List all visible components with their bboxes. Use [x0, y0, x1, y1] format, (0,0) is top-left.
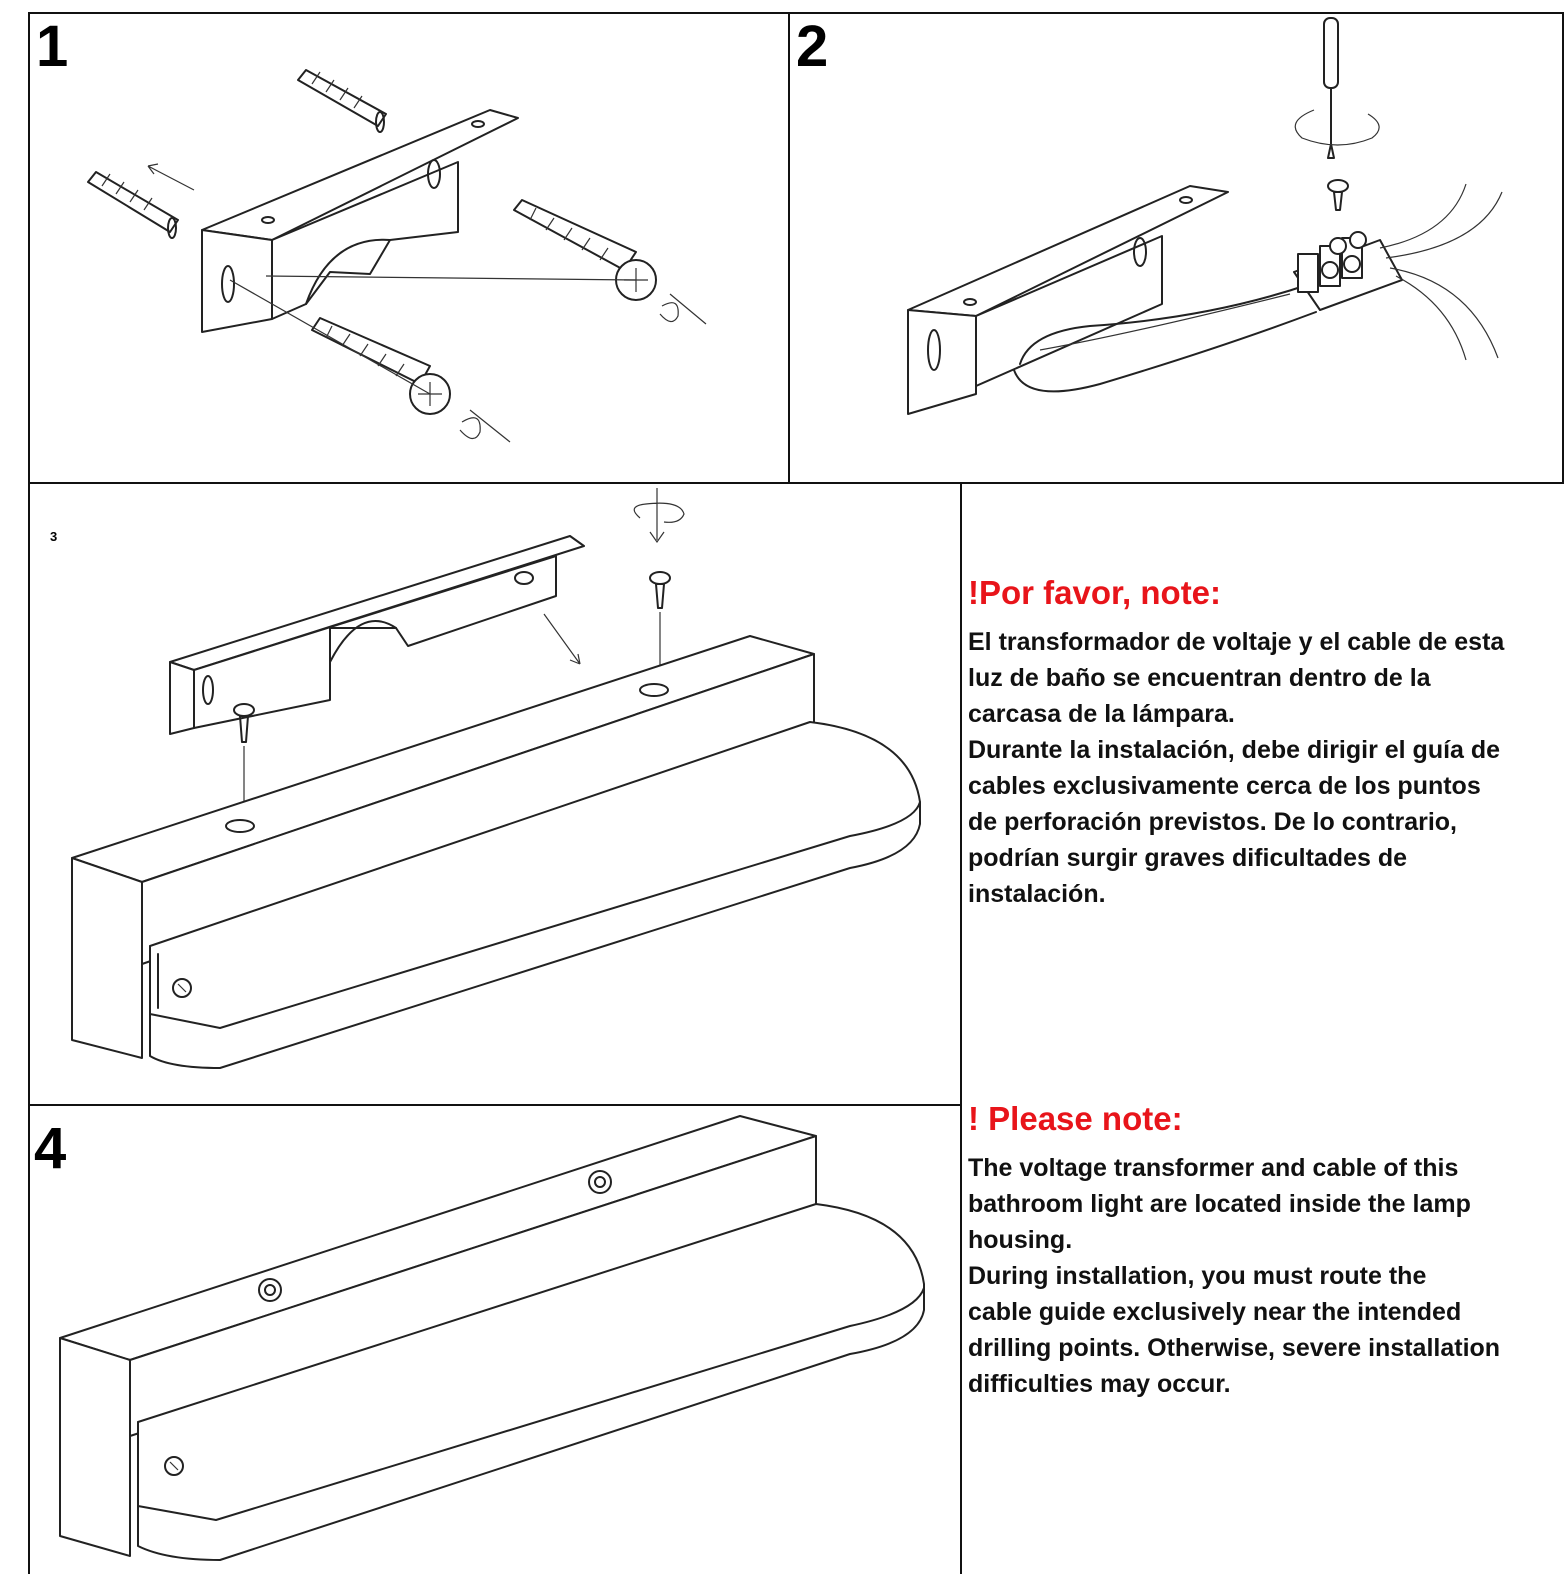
direction-arrow [543, 613, 581, 665]
english-note-line: difficulties may occur. [968, 1370, 1231, 1398]
step-4-panel: 4 [28, 1104, 962, 1574]
spanish-note-line: cables exclusivamente cerca de los punto… [968, 772, 1481, 800]
spanish-note-line: El transformador de voltaje y el cable d… [968, 628, 1505, 656]
lamp-housing [59, 1115, 817, 1557]
screw-lower [229, 279, 511, 443]
wall-plug-upper [297, 69, 387, 133]
mounted-lamp-illustration [59, 1115, 925, 1561]
wall-plug-lower [87, 171, 179, 239]
notes-column: !Por favor, note: El transformador de vo… [962, 484, 1568, 1568]
step-3-number: 3 [50, 529, 58, 544]
cable [1013, 283, 1317, 393]
wiring-connection-illustration [907, 17, 1503, 415]
lamp-diffuser [137, 1203, 925, 1561]
step-3-panel: 3 [28, 482, 962, 1106]
english-note-line: housing. [968, 1226, 1073, 1254]
screw-upper [265, 199, 707, 325]
direction-arrow [147, 163, 195, 191]
mounting-bracket [907, 185, 1229, 415]
step-4-number: 4 [34, 1116, 67, 1181]
step-1-panel: 1 [28, 12, 790, 484]
step-1-number: 1 [36, 14, 69, 79]
spanish-note-line: de perforación previstos. De lo contrari… [968, 808, 1458, 836]
mounting-bracket [169, 535, 585, 735]
english-note-title: ! Please note: [968, 1100, 1183, 1137]
step-2-panel: 2 [788, 12, 1564, 484]
mounting-screw-right [633, 488, 685, 682]
mounting-bracket [201, 109, 519, 333]
screwdriver-icon [1294, 17, 1380, 159]
wires [1379, 183, 1503, 361]
step-2-number: 2 [796, 14, 829, 79]
spanish-note-line: carcasa de la lámpara. [968, 700, 1235, 728]
spanish-note: !Por favor, note: El transformador de vo… [968, 574, 1568, 912]
english-note-line: bathroom light are located inside the la… [968, 1190, 1471, 1218]
lamp-attachment-illustration [71, 488, 921, 1069]
spanish-note-title: !Por favor, note: [968, 574, 1222, 611]
terminal-screw [1327, 179, 1349, 211]
spanish-note-line: luz de baño se encuentran dentro de la [968, 664, 1431, 692]
english-note-line: drilling points. Otherwise, severe insta… [968, 1334, 1501, 1362]
english-note-line: cable guide exclusively near the intende… [968, 1298, 1462, 1326]
terminal-block [1293, 231, 1403, 311]
spanish-note-line: instalación. [968, 880, 1106, 908]
lamp-diffuser [149, 721, 921, 1069]
english-note: ! Please note: The voltage transformer a… [968, 1100, 1568, 1402]
english-note-line: The voltage transformer and cable of thi… [968, 1154, 1459, 1182]
spanish-note-line: podrían surgir graves dificultades de [968, 844, 1408, 872]
english-note-line: During installation, you must route the [968, 1262, 1427, 1290]
spanish-note-line: Durante la instalación, debe dirigir el … [968, 736, 1501, 764]
bracket-mounting-illustration [87, 69, 707, 443]
